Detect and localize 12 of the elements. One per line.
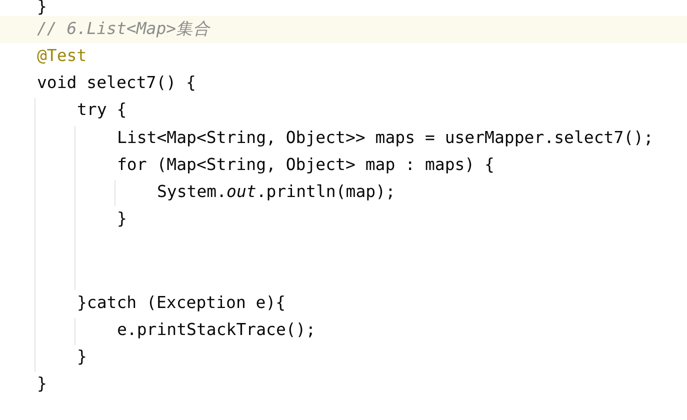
code-line: } (37, 374, 47, 394)
annotation-text: @Test (37, 46, 87, 66)
code-line: void select7() { (37, 73, 196, 93)
code-line: List<Map<String, Object>> maps = userMapper.select7(); (117, 128, 654, 148)
code-comment: // 6.List<Map>集合 (37, 19, 210, 39)
code-line: for (Map<String, Object> map : maps) { (117, 155, 494, 175)
code-line: } (117, 209, 127, 229)
code-line: } (77, 347, 87, 367)
code-line: e.printStackTrace(); (117, 320, 316, 340)
code-line: }catch (Exception e){ (77, 293, 286, 313)
code-line: System.out.println(map); (157, 182, 396, 202)
code-line: try { (77, 100, 127, 120)
